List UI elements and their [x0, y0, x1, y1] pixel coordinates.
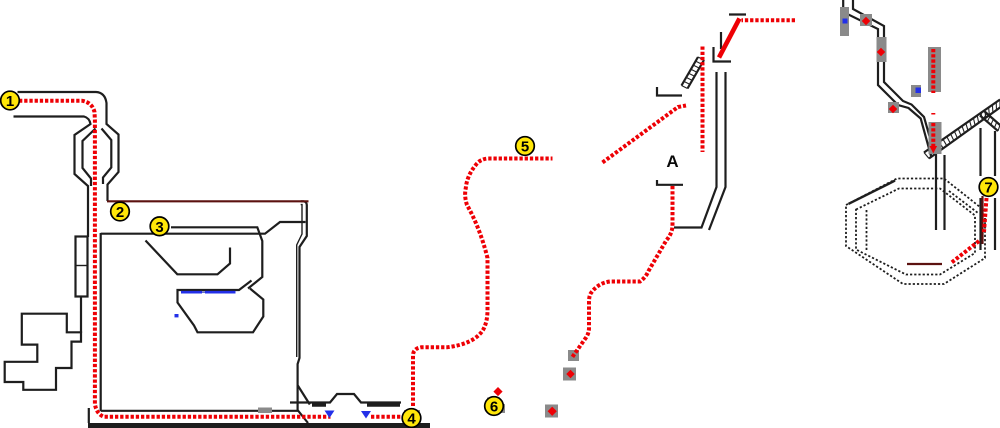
svg-text:2: 2	[116, 204, 124, 221]
svg-text:5: 5	[521, 139, 529, 156]
svg-text:1: 1	[6, 93, 14, 110]
svg-text:4: 4	[407, 411, 416, 428]
svg-text:7: 7	[984, 180, 992, 197]
svg-text:6: 6	[490, 399, 498, 416]
svg-text:A: A	[666, 152, 678, 171]
svg-text:3: 3	[155, 219, 163, 236]
